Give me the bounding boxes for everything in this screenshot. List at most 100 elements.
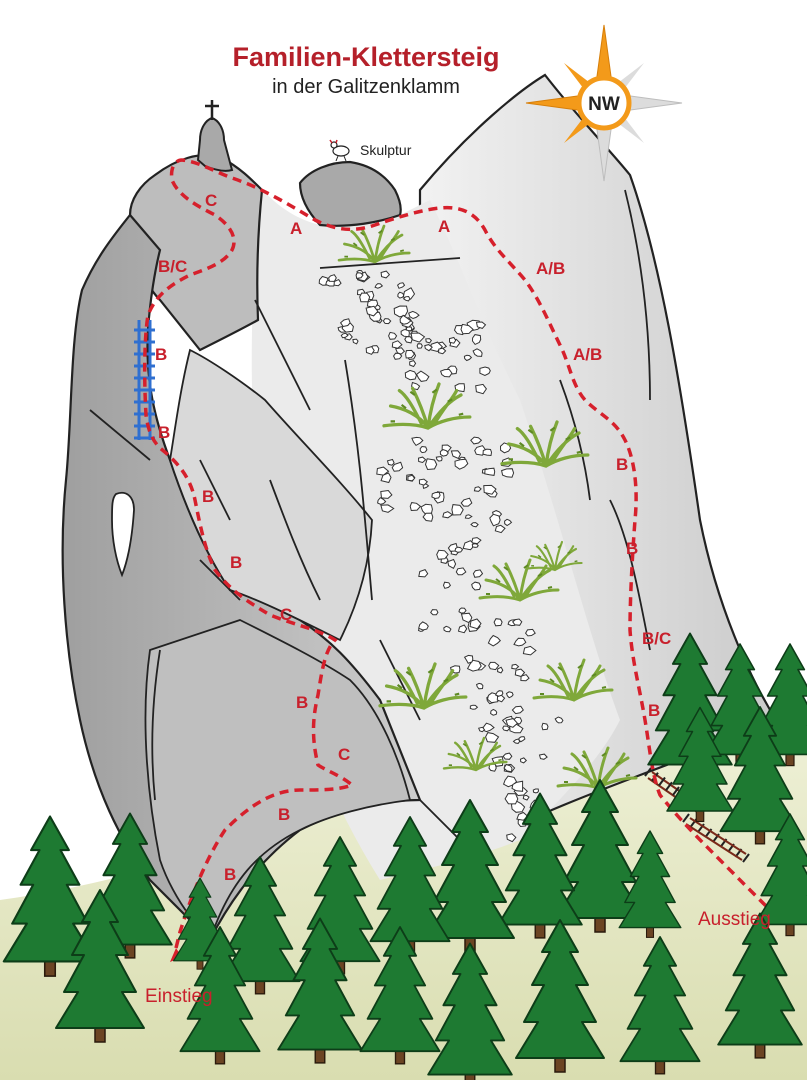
scree-stone — [359, 292, 371, 303]
scree-stone — [416, 343, 423, 349]
scree-stone — [393, 305, 409, 318]
bridge-slat — [682, 813, 690, 823]
scree-stone — [405, 349, 416, 359]
scree-stone — [511, 705, 524, 715]
summit-cross-icon — [205, 100, 219, 120]
grade-b-mid2: B — [230, 553, 242, 572]
rock-hole — [111, 491, 135, 578]
grade-b-low1: B — [296, 693, 308, 712]
scree-stone — [469, 704, 479, 710]
ladder-icon — [134, 320, 155, 440]
scree-stone — [554, 716, 564, 724]
scree-stone — [417, 456, 427, 464]
scree-stone — [488, 661, 500, 671]
scree-stone — [522, 645, 537, 656]
scree-stone — [439, 449, 449, 457]
scree-stone — [505, 691, 514, 699]
map-subtitle: in der Galitzenklamm — [272, 76, 460, 98]
scree-stone — [519, 757, 528, 764]
grade-c-top: C — [205, 191, 217, 210]
scree-stone — [352, 338, 359, 345]
scree-stone — [409, 502, 422, 512]
scree-stone — [505, 718, 519, 728]
grade-a-left: A — [290, 219, 302, 238]
scree-stone — [454, 546, 464, 553]
scree-stone — [501, 468, 515, 478]
scree-stone — [405, 326, 413, 332]
scree-stone — [470, 436, 483, 445]
scree-stone — [454, 458, 469, 470]
scree-stone — [418, 568, 429, 578]
scree-stone — [511, 663, 520, 670]
scree-stone — [506, 833, 517, 843]
sculpture-label: Skulptur — [360, 142, 412, 158]
scree-stone — [514, 668, 526, 678]
scree-stone — [493, 618, 503, 627]
scree-stone — [473, 486, 482, 492]
scree-stone — [442, 581, 452, 589]
scree-stone — [382, 318, 392, 325]
bridge-slat — [689, 818, 698, 828]
sculpture-icon — [329, 139, 350, 162]
bridge-slat — [644, 767, 652, 777]
scree-stone — [475, 383, 488, 395]
bridge-slat — [658, 776, 666, 787]
scree-stone — [431, 491, 441, 500]
scree-stone — [380, 270, 391, 279]
scree-stone — [402, 295, 411, 302]
grade-b-low3: B — [224, 865, 236, 884]
scree-stone — [469, 618, 482, 630]
scree-stone — [466, 659, 482, 672]
scree-stone — [410, 332, 426, 343]
scree-stone — [504, 793, 519, 805]
scree-stone — [415, 370, 430, 382]
grade-b-ladder2: B — [158, 423, 170, 442]
scree-stone — [407, 474, 416, 482]
scree-stone — [448, 336, 457, 344]
scree-stone — [511, 780, 524, 792]
scree-stone — [388, 331, 398, 340]
scree-stone — [538, 753, 548, 760]
scree-stone — [464, 514, 473, 519]
scree-stone — [460, 497, 473, 507]
scree-stone — [502, 752, 513, 760]
scree-stone — [518, 736, 526, 743]
scree-stone — [478, 726, 486, 733]
scree-stone — [365, 346, 375, 355]
scree-stone — [340, 332, 349, 339]
sculpture-marker: Skulptur — [329, 139, 412, 162]
grade-bc-right: B/C — [642, 629, 671, 648]
scree-stone — [397, 291, 405, 299]
grade-a-right: A — [438, 217, 450, 236]
scree-stone — [394, 347, 406, 355]
scree-stone — [470, 522, 479, 528]
scree-stone — [458, 607, 467, 614]
scree-stone — [418, 621, 429, 631]
scree-stone — [418, 478, 429, 486]
scree-stone — [502, 725, 511, 732]
scree-stone — [404, 369, 418, 381]
scree-stone — [424, 344, 433, 352]
scree-stone — [487, 634, 502, 647]
rock-lower-block — [144, 619, 412, 942]
scree-stone — [471, 334, 482, 346]
start-label: Einstieg — [145, 986, 213, 1007]
scree-stone — [462, 540, 476, 551]
scree-stone — [475, 321, 487, 329]
bridge-slat — [665, 781, 673, 791]
scree-stone — [365, 305, 379, 317]
scree-stone — [463, 354, 473, 362]
scree-stone — [504, 518, 513, 527]
scree-stone — [455, 567, 467, 576]
scree-stone — [424, 458, 438, 471]
summit-peak — [196, 116, 234, 172]
scree-stone — [442, 511, 454, 519]
compass-direction: NW — [588, 94, 620, 115]
exit-label: Ausstieg — [698, 909, 771, 930]
scree-stone — [490, 708, 498, 716]
compass-rose-icon: NW — [525, 24, 683, 182]
grade-b-right1: B — [616, 455, 628, 474]
scree-stone — [447, 558, 457, 569]
